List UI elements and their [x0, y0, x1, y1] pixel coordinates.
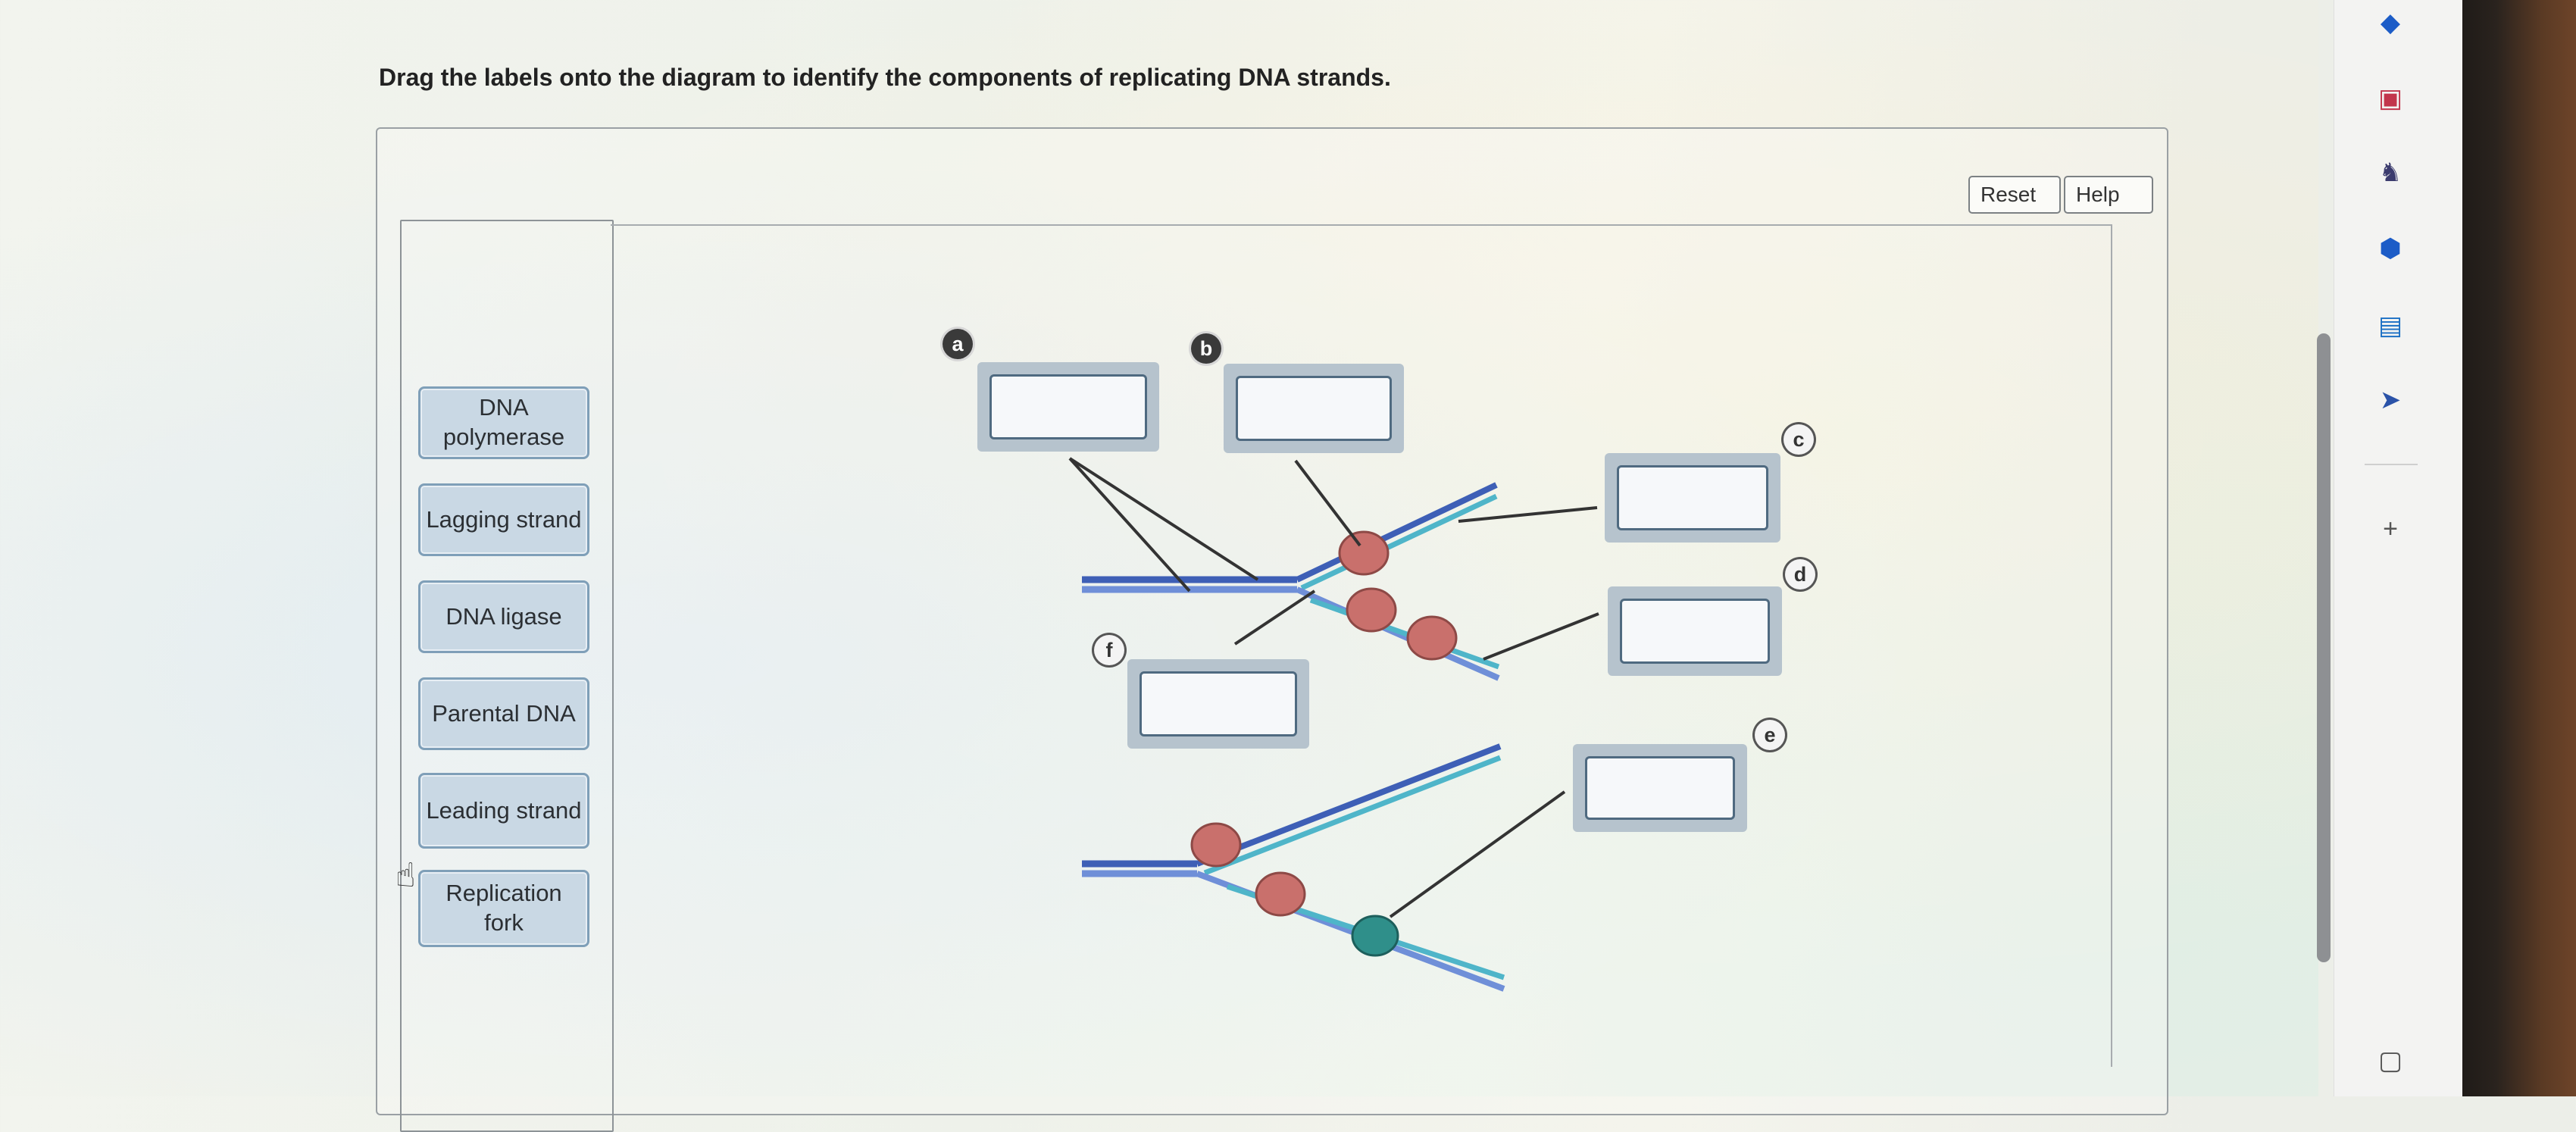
diagram-panel [611, 224, 2112, 1067]
polymerase-blob [1346, 587, 1397, 633]
polymerase-blob [1406, 615, 1458, 661]
label-text: DNA ligase [445, 602, 562, 630]
label-leading-strand[interactable]: Leading strand [418, 773, 589, 849]
label-text-line2: polymerase [442, 424, 565, 450]
toolbox-icon[interactable]: ▣ [2377, 84, 2403, 113]
browser-sidebar: ◆ ▣ ♞ ⬢ ▤ ➤ + ▢ [2334, 0, 2463, 1096]
label-lagging-strand[interactable]: Lagging strand [418, 483, 589, 556]
leader-lines [1068, 457, 1599, 918]
label-bank: DNA polymerase Lagging strand DNA ligase… [400, 220, 614, 1132]
dna-replication-diagram [1068, 457, 1599, 992]
reset-button[interactable]: Reset [1968, 176, 2061, 214]
label-text: Parental DNA [432, 699, 576, 727]
target-letter-e: e [1755, 720, 1785, 750]
window-icon[interactable]: ▢ [2377, 1046, 2403, 1075]
target-letter-a: a [943, 329, 973, 359]
device-bezel [2462, 0, 2576, 1096]
target-letter-f: f [1094, 635, 1124, 665]
help-button[interactable]: Help [2064, 176, 2153, 214]
drop-target-d[interactable] [1608, 586, 1782, 676]
label-replication-fork[interactable]: Replication fork [418, 870, 589, 947]
lagging-new-strand [1309, 597, 1500, 670]
leading-new-strand [1203, 755, 1502, 876]
drop-target-e[interactable] [1573, 744, 1747, 832]
plus-icon[interactable]: + [2383, 514, 2398, 543]
hand-cursor-icon: ☝ [395, 857, 416, 894]
label-text: Lagging strand [426, 505, 582, 533]
template-strand [1296, 482, 1498, 583]
ligase-blob [1351, 915, 1399, 957]
label-text-line1: DNA [479, 394, 529, 421]
label-text-line1: Replication [445, 880, 562, 907]
page-scrollbar[interactable] [2317, 333, 2331, 962]
polymerase-blob [1190, 822, 1242, 868]
upper-fork [1082, 482, 1500, 681]
label-text-line2: fork [484, 909, 524, 936]
polymerase-blob [1338, 530, 1390, 576]
label-parental-dna[interactable]: Parental DNA [418, 677, 589, 750]
label-text: Leading strand [426, 796, 582, 824]
target-letter-c: c [1784, 424, 1814, 455]
send-icon[interactable]: ➤ [2379, 386, 2402, 414]
target-letter-b: b [1191, 333, 1221, 364]
label-dna-polymerase[interactable]: DNA polymerase [418, 386, 589, 459]
leading-new-strand [1300, 493, 1498, 591]
label-dna-ligase[interactable]: DNA ligase [418, 580, 589, 653]
gear-icon[interactable]: ⬢ [2379, 234, 2402, 263]
template-strand [1196, 743, 1502, 867]
drop-target-b[interactable] [1224, 364, 1404, 453]
drop-target-f[interactable] [1127, 659, 1309, 749]
target-letter-d: d [1785, 559, 1815, 589]
page-instructions: Drag the labels onto the diagram to iden… [379, 64, 1391, 91]
drop-target-c[interactable] [1605, 453, 1780, 543]
polymerase-blob [1255, 871, 1306, 917]
drop-target-a[interactable] [977, 362, 1159, 452]
chess-icon[interactable]: ♞ [2378, 158, 2402, 187]
lower-fork [1082, 743, 1505, 992]
sidebar-divider [2365, 464, 2418, 465]
outlook-icon[interactable]: ▤ [2377, 311, 2403, 340]
activity-frame [376, 127, 2168, 1115]
bookmark-icon[interactable]: ◆ [2380, 8, 2401, 37]
